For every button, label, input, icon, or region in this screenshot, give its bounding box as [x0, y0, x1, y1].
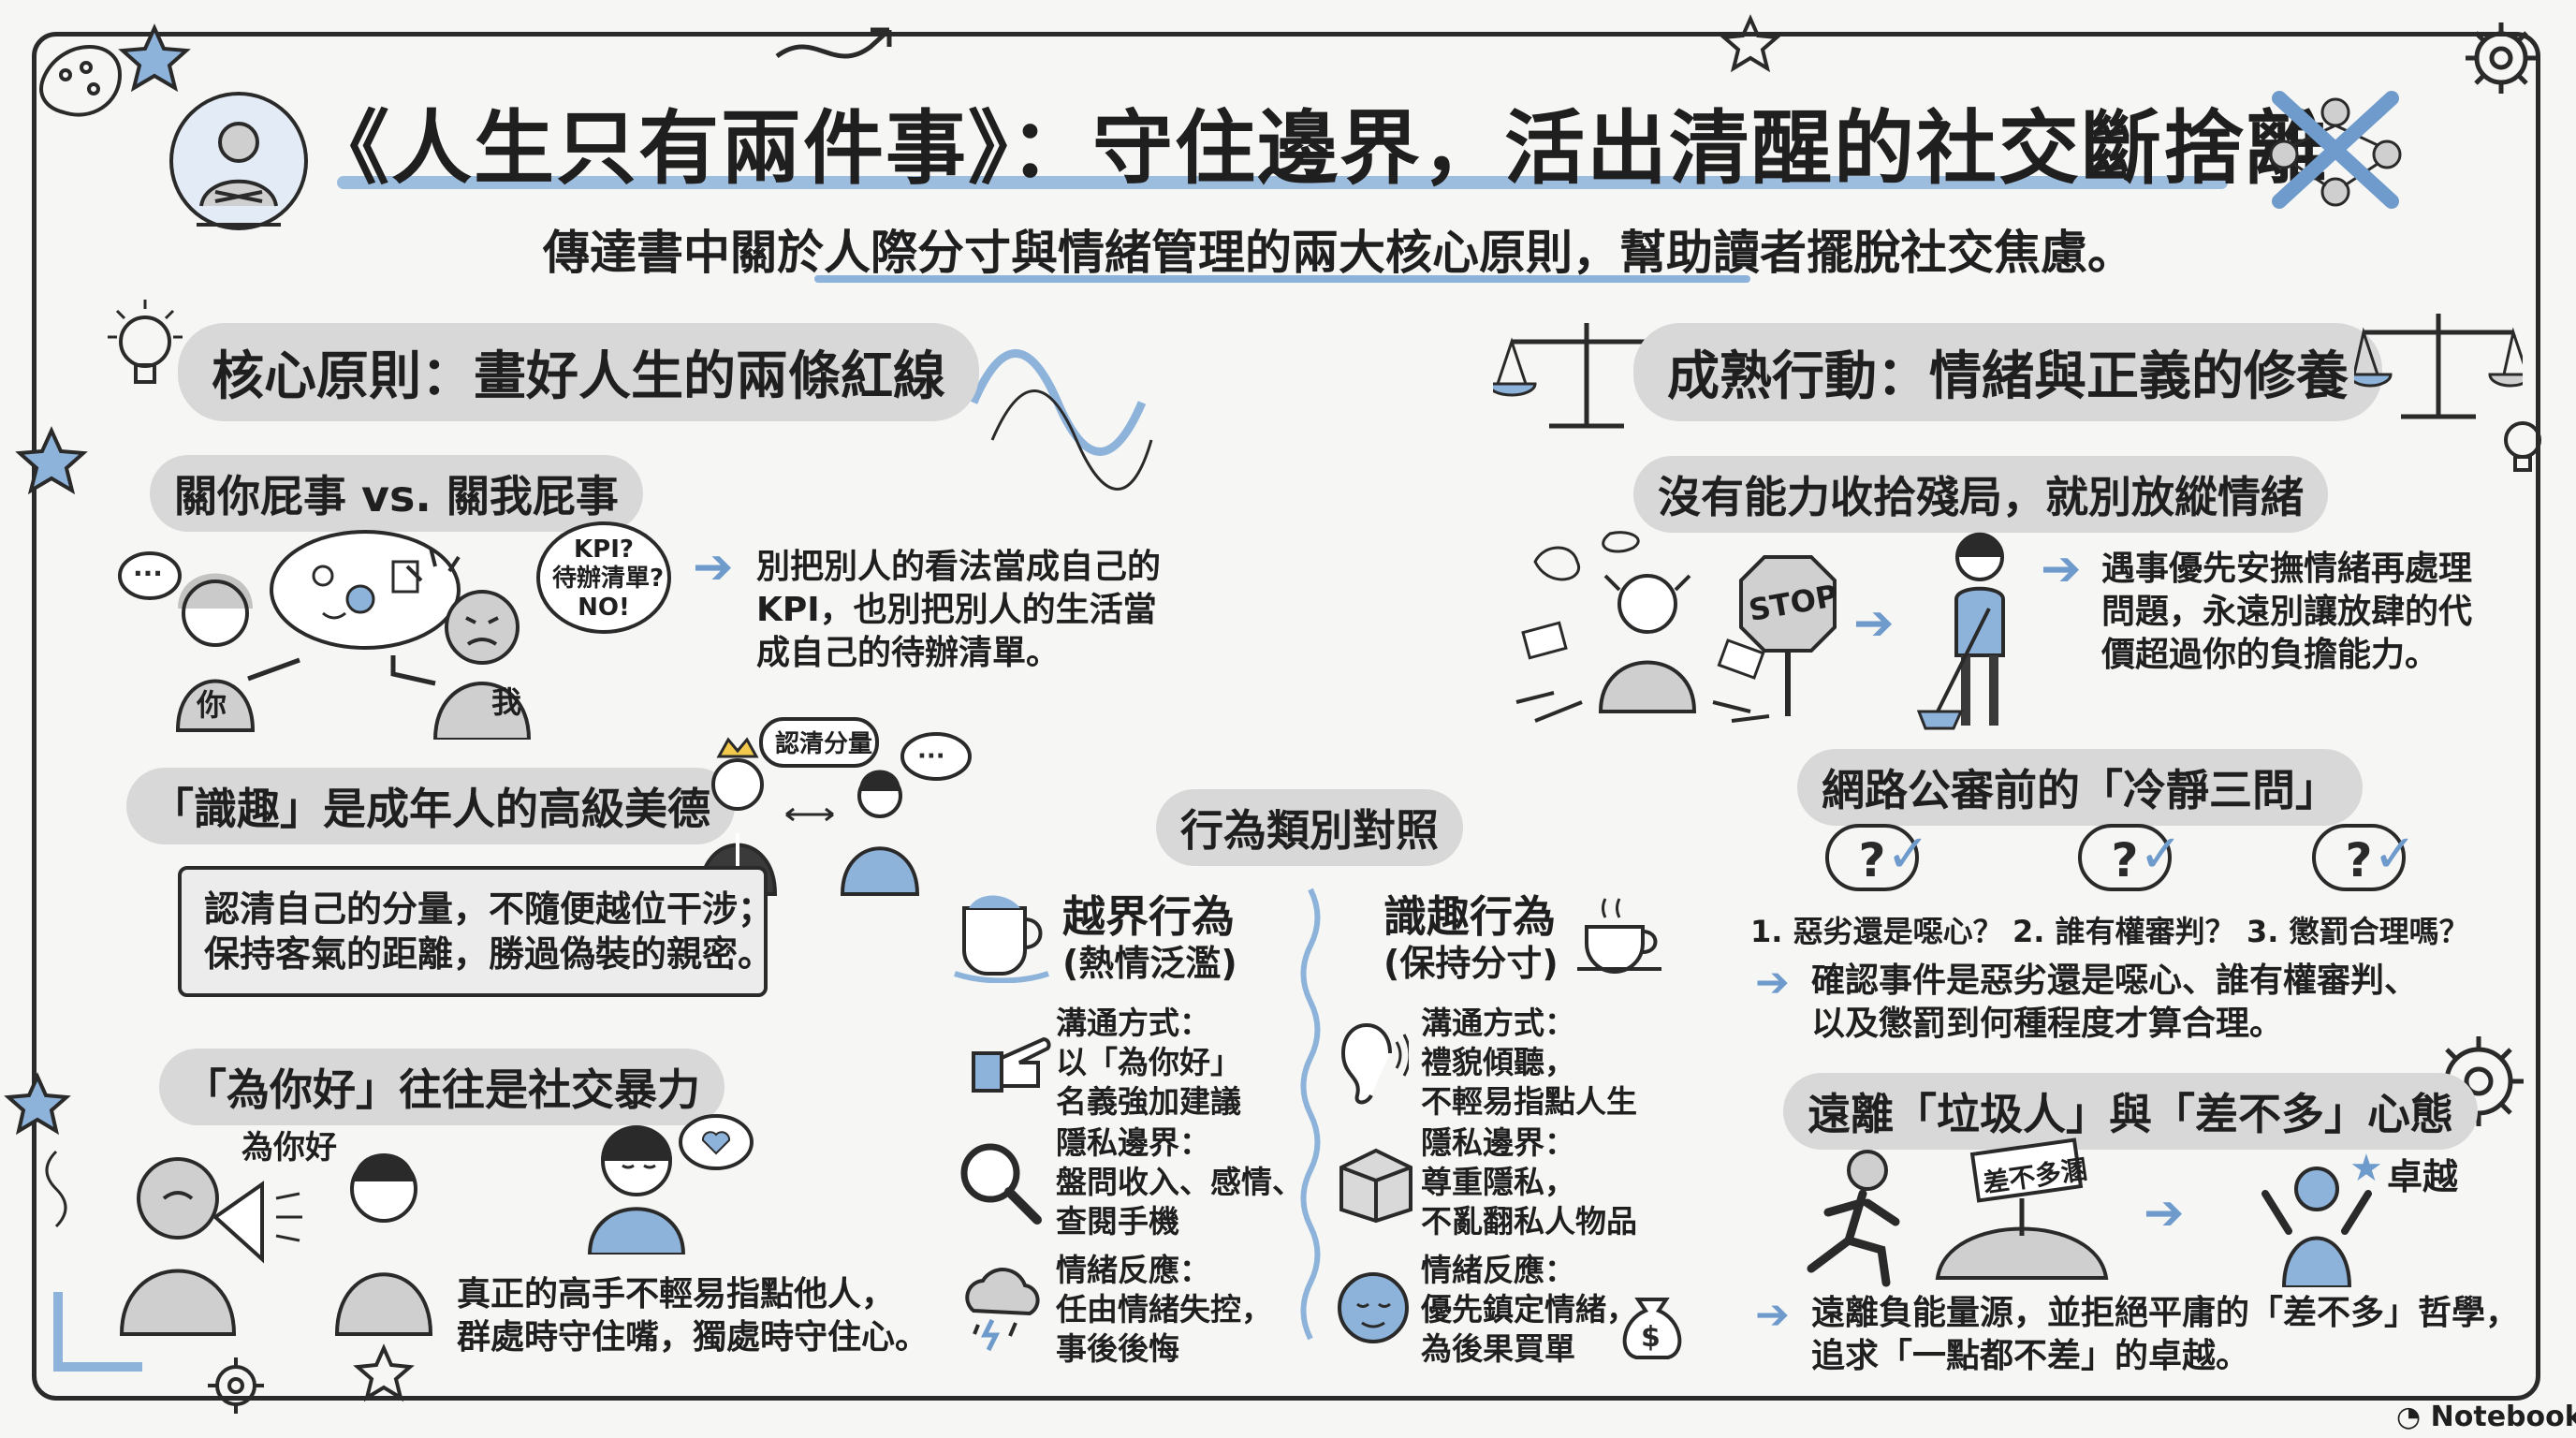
wave-doodle — [969, 349, 1147, 456]
tactful-privacy: 隱私邊界： 尊重隱私， 不亂翻私人物品 — [1421, 1124, 1637, 1240]
question-2: 2. 誰有權審判？ — [2012, 914, 2235, 949]
kpi-speech-text: KPI? 待辦清單? NO! — [552, 536, 665, 622]
arrow-icon: ➔ — [2144, 1185, 2185, 1241]
three-questions-explanation: 確認事件是惡劣還是噁心、誰有權審判、 以及懲罰到何種程度才算合理。 — [1811, 961, 2419, 1043]
arrow-icon: ➔ — [2041, 541, 2082, 597]
svg-text:$: $ — [1641, 1321, 1661, 1354]
calm-woman-illustration — [587, 1114, 754, 1255]
star-icon — [118, 23, 191, 93]
overflowing-cup-icon — [954, 895, 1049, 983]
arrow-icon: ➔ — [1853, 595, 1895, 652]
checkmark-icon: ✓ — [2373, 824, 2417, 885]
gear-icon — [2466, 22, 2537, 94]
boundary-section-title: 關你屁事 vs. 關我屁事 — [150, 455, 643, 532]
question-bubble-icon: ? — [2312, 824, 2406, 891]
calm-face-icon — [1338, 1272, 1409, 1343]
tact-banner: 認清自己的分量，不隨便越位干涉； 保持客氣的距離，勝過偽裝的親密。 — [178, 866, 773, 997]
right-section-heading: 成熟行動：情緒與正義的修養 — [1633, 323, 2382, 421]
checkmark-icon: ✓ — [2139, 824, 2183, 885]
stressed-person-illustration — [1515, 531, 1770, 723]
title-underline — [337, 176, 2228, 189]
star-icon — [353, 1343, 415, 1402]
border-squiggle — [45, 1150, 67, 1228]
column-divider — [1300, 888, 1321, 1341]
page-title: 《人生只有兩件事》：守住邊界，活出清醒的社交斷捨離 — [309, 102, 2328, 196]
brand-logo: ◔ NotebookLM — [2396, 1401, 2576, 1433]
speech-bubble — [536, 521, 671, 634]
stop-sign-icon — [1739, 555, 1837, 716]
comparison-heading: 行為類別對照 — [1156, 789, 1463, 866]
star-icon — [4, 1072, 71, 1136]
package-box-icon — [1339, 1148, 1412, 1224]
overstep-emotion: 情緒反應： 任由情緒失控， 事後後悔 — [1056, 1252, 1272, 1367]
crossed-network-icon — [2269, 91, 2402, 209]
emotion-section-title: 沒有能力收拾殘局，就別放縱情緒 — [1633, 456, 2328, 533]
corner-accent — [53, 1292, 142, 1372]
magnifier-icon — [960, 1143, 1042, 1225]
overstep-communication: 溝通方式： 以「為你好」 名義強加建議 — [1056, 1005, 1241, 1120]
trash-pile-illustration — [1935, 1137, 2109, 1280]
question-bubble-icon: ? — [1825, 824, 1919, 891]
storm-cloud-icon — [965, 1268, 1040, 1352]
you-vs-me-illustration: ··· — [118, 530, 532, 740]
ellipsis-bubble-icon: ··· — [900, 732, 972, 781]
three-questions-title: 網路公審前的「冷靜三問」 — [1797, 749, 2363, 826]
overstep-privacy: 隱私邊界： 盤問收入、感情、 查閱手機 — [1056, 1124, 1303, 1240]
notebook-icon: ◔ — [2396, 1401, 2422, 1433]
scales-icon — [2354, 314, 2523, 419]
star-icon — [1720, 14, 1781, 73]
sweeping-person-illustration — [1916, 532, 2005, 730]
overstep-subtitle: (熱情泛濫) — [1062, 943, 1237, 984]
good-intent-section-title: 「為你好」往往是社交暴力 — [159, 1049, 724, 1125]
avoid-mediocrity-title: 遠離「垃圾人」與「差不多」心態 — [1783, 1073, 2478, 1150]
star-icon: ★ — [2349, 1147, 2383, 1190]
master-advice-text: 真正的高手不輕易指點他人， 群處時守住嘴，獨處時守住心。 — [457, 1275, 929, 1357]
money-bag-icon: $ — [1622, 1298, 1682, 1359]
tactful-emotion: 情緒反應： 優先鎮定情緒， 為後果買單 — [1421, 1252, 1637, 1367]
left-section-heading: 核心原則：畫好人生的兩條紅線 — [178, 323, 979, 421]
arrow-icon: ➔ — [693, 539, 734, 595]
tactful-subtitle: (保持分寸) — [1383, 943, 1559, 984]
tact-section-title: 「識趣」是成年人的高級美德 — [126, 768, 735, 844]
person-bubble-icon — [169, 92, 308, 230]
emotion-explanation: 遇事優先安撫情緒再處理 問題，永遠別讓放肆的代 價超過你的負擔能力。 — [2101, 550, 2473, 674]
know-your-place-bubble: 認清分量 — [775, 730, 873, 758]
excellence-label: 卓越 — [2387, 1156, 2459, 1197]
coffee-cup-icon — [1577, 898, 1661, 974]
subtitle-underline — [814, 275, 1750, 283]
boundary-explanation: 別把別人的看法當成自己的 KPI，也別把別人的生活當 成自己的待辦清單。 — [756, 548, 1162, 672]
megaphone-shouting-illustration — [119, 1153, 433, 1336]
svg-text:···: ··· — [917, 742, 945, 770]
question-3: 3. 懲罰合理嗎？ — [2247, 914, 2469, 949]
running-person-icon — [1807, 1150, 1900, 1287]
label-me: 我 — [491, 684, 522, 720]
tactful-title: 識趣行為 — [1383, 891, 1556, 942]
checkmark-icon: ✓ — [1886, 824, 1930, 885]
page-subtitle: 傳達書中關於人際分寸與情緒管理的兩大核心原則，幫助讀者擺脫社交焦慮。 — [543, 226, 2134, 280]
shout-text: 為你好 — [242, 1129, 337, 1167]
excellence-person-icon — [2261, 1167, 2372, 1287]
wave-doodle — [990, 389, 1153, 491]
arrow-icon: ➔ — [1755, 1291, 1790, 1339]
svg-text:···: ··· — [133, 558, 163, 589]
star-icon — [15, 426, 88, 495]
question-bubble-icon: ? — [2078, 824, 2172, 891]
pointing-hand-icon — [972, 1036, 1051, 1093]
page-frame — [32, 32, 2540, 1401]
label-you: 你 — [197, 687, 227, 723]
gear-icon — [208, 1357, 264, 1414]
overstep-title: 越界行為 — [1062, 891, 1235, 942]
lightbulb-icon — [2504, 421, 2541, 472]
arrow-doodle — [775, 27, 892, 59]
arrow-icon: ➔ — [1755, 959, 1790, 1006]
brand-name: NotebookLM — [2430, 1401, 2576, 1433]
question-1: 1. 惡劣還是噁心？ — [1750, 914, 2003, 949]
ear-icon — [1340, 1023, 1409, 1105]
avoid-mediocrity-explanation: 遠離負能量源，並拒絕平庸的「差不多」哲學， 追求「一點都不差」的卓越。 — [1811, 1294, 2520, 1375]
speech-bubble — [759, 717, 879, 768]
palette-icon — [39, 45, 123, 117]
tactful-communication: 溝通方式： 禮貌傾聽， 不輕易指點人生 — [1421, 1005, 1637, 1120]
lightbulb-icon — [108, 300, 183, 384]
